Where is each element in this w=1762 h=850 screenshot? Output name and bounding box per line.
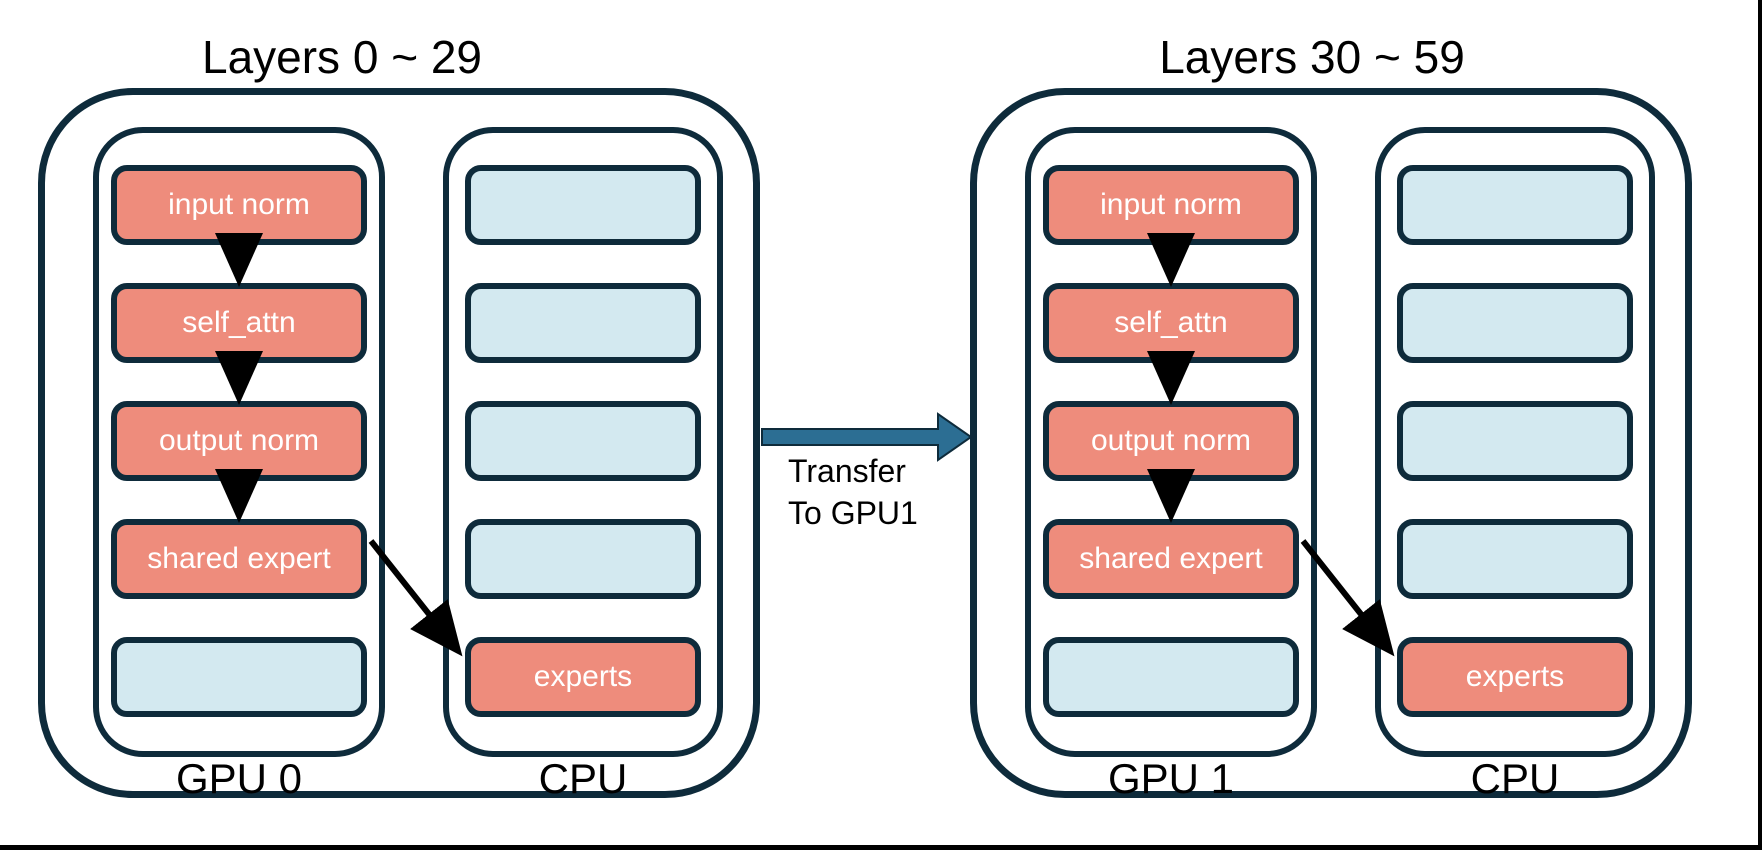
empty-slot <box>465 401 701 481</box>
empty-slot <box>1397 165 1633 245</box>
empty-slot <box>465 519 701 599</box>
empty-slot <box>1397 519 1633 599</box>
screen-edge-line-bottom <box>0 845 1762 850</box>
module-label: self_attn <box>1114 306 1228 339</box>
node-group-layers-30-59: input norm self_attn output norm shared … <box>970 88 1692 802</box>
module-label: self_attn <box>182 306 296 339</box>
transfer-label-line2: To GPU1 <box>788 495 918 531</box>
module-label: input norm <box>1100 188 1242 221</box>
module-box-output-norm: output norm <box>1043 401 1299 481</box>
group-title-layers-0-29: Layers 0 ~ 29 <box>201 31 483 83</box>
module-label: shared expert <box>147 542 331 575</box>
node-group-layers-0-29: input norm self_attn output norm shared … <box>38 88 760 802</box>
module-label: input norm <box>168 188 310 221</box>
transfer-label: Transfer To GPU1 <box>788 450 918 534</box>
gpu0-label: GPU 0 <box>175 755 303 802</box>
module-box-experts: experts <box>1397 637 1633 717</box>
module-label: output norm <box>158 424 320 457</box>
empty-slot <box>1397 401 1633 481</box>
module-box-output-norm: output norm <box>111 401 367 481</box>
module-box-self-attn: self_attn <box>111 283 367 363</box>
transfer-label-line1: Transfer <box>788 453 906 489</box>
gpu1-label: GPU 1 <box>1107 755 1235 802</box>
empty-slot <box>465 283 701 363</box>
module-box-input-norm: input norm <box>1043 165 1299 245</box>
empty-slot <box>111 637 367 717</box>
empty-slot <box>465 165 701 245</box>
module-label: experts <box>1465 660 1565 693</box>
module-label: experts <box>533 660 633 693</box>
group-title-layers-30-59: Layers 30 ~ 59 <box>1159 31 1465 83</box>
cpu-label-right: CPU <box>1470 755 1560 802</box>
empty-slot <box>1397 283 1633 363</box>
module-box-self-attn: self_attn <box>1043 283 1299 363</box>
module-box-input-norm: input norm <box>111 165 367 245</box>
cpu-label-left: CPU <box>538 755 628 802</box>
module-box-shared-expert: shared expert <box>111 519 367 599</box>
empty-slot <box>1043 637 1299 717</box>
module-box-shared-expert: shared expert <box>1043 519 1299 599</box>
module-label: shared expert <box>1079 542 1263 575</box>
module-box-experts: experts <box>465 637 701 717</box>
screen-edge-line-right <box>1758 0 1762 850</box>
module-label: output norm <box>1090 424 1252 457</box>
